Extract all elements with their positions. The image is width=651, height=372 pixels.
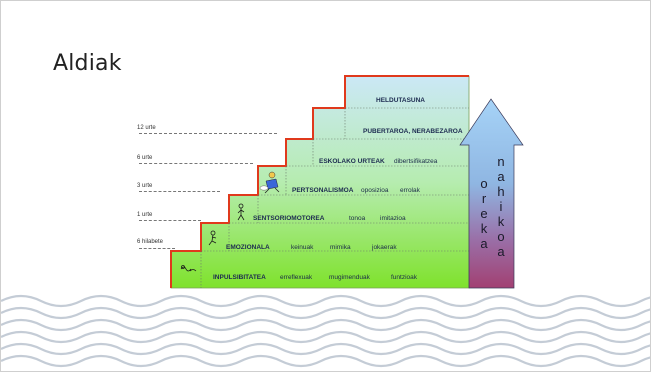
- arrow-letter: e: [480, 206, 488, 221]
- arrow-word-nahikoa: n a h i k o a: [494, 154, 508, 259]
- step-2-term-3: jokaerak: [372, 244, 397, 251]
- age-1-year-line: [139, 220, 201, 221]
- arrow-letter: o: [497, 229, 505, 244]
- step-4-label: PERTSONALISMOA: [292, 187, 354, 194]
- arrow-letter: a: [497, 169, 505, 184]
- arrow-letter: r: [481, 191, 487, 206]
- step-3-label: SENTSORIOMOTOREA: [253, 215, 325, 222]
- step-5-label: ESKOLAKO URTEAK: [319, 158, 385, 165]
- age-6-months: 6 hilabete: [137, 239, 164, 245]
- age-3-years-line: [139, 191, 220, 192]
- baby-figure: [180, 265, 197, 272]
- age-12-years: 12 urte: [137, 125, 156, 131]
- step-6-label: PUBERTAROA, NERABEZAROA: [363, 128, 463, 135]
- age-12-years-line: [139, 133, 277, 134]
- age-6-months-line: [139, 248, 175, 249]
- slide-title: Aldiak: [53, 51, 122, 76]
- step-2-term-1: keinuak: [291, 244, 314, 251]
- step-3-term-2: imitazioa: [380, 215, 406, 222]
- running-child-figure: [259, 171, 280, 194]
- walking-figure: [237, 203, 245, 221]
- age-6-years: 6 urte: [137, 155, 153, 161]
- arrow-letter: k: [497, 214, 505, 229]
- stair-outline: [170, 75, 469, 288]
- step-5-term-1: dibertsifikatzea: [394, 158, 438, 165]
- arrow-letter: h: [497, 184, 505, 199]
- step-1-term-1: erreflexuak: [280, 274, 313, 281]
- step-1-term-2: mugimenduak: [329, 274, 370, 281]
- step-1-term-3: funtzioak: [391, 274, 418, 281]
- step-4-term-2: errolak: [400, 187, 420, 194]
- growth-arrow: [459, 98, 524, 289]
- age-6-years-line: [139, 163, 253, 164]
- step-4-term-1: oposizioa: [361, 187, 389, 194]
- step-2-term-2: mimika: [330, 244, 351, 251]
- step-2-label: EMOZIONALA: [226, 244, 270, 251]
- arrow-letter: a: [497, 244, 505, 259]
- step-1-label: INPULSIBITATEA: [213, 274, 266, 281]
- arrow-letter: o: [480, 176, 488, 191]
- arrow-letter: n: [497, 154, 505, 169]
- step-7-label: HELDUTASUNA: [376, 97, 425, 104]
- step-3-term-1: tonoa: [349, 215, 366, 222]
- crawling-figure: [208, 230, 217, 246]
- wave-decoration: [1, 294, 650, 368]
- arrow-letter: k: [480, 221, 488, 236]
- age-1-year: 1 urte: [137, 212, 153, 218]
- arrow-word-oreka: o r e k a: [477, 176, 491, 251]
- arrow-letter: i: [499, 199, 503, 214]
- arrow-letter: a: [480, 236, 488, 251]
- age-3-years: 3 urte: [137, 183, 153, 189]
- step-guides: [200, 107, 469, 288]
